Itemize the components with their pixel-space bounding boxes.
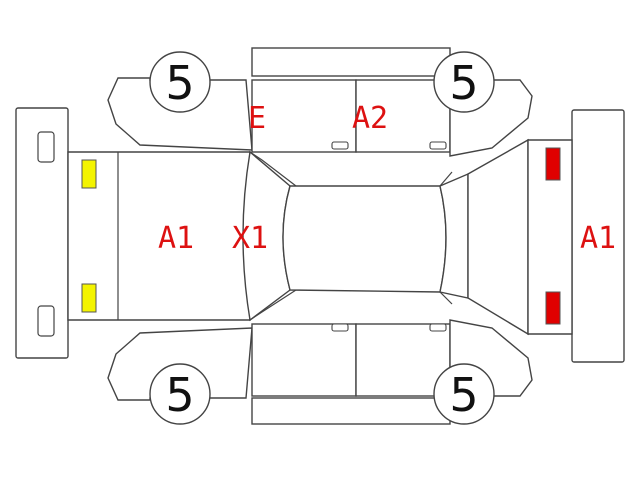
front-left-light	[81, 159, 97, 189]
tire-rear-left: 5	[433, 51, 495, 113]
tire-rear-right: 5	[433, 363, 495, 425]
front-bumper	[15, 107, 69, 359]
headlights	[81, 159, 97, 313]
tire-front-left: 5	[149, 51, 211, 113]
rear-right-light	[545, 291, 561, 325]
tire-rear-left-value: 5	[449, 56, 478, 110]
damage-front-bumper: A1	[158, 221, 194, 256]
taillights	[545, 147, 561, 325]
tire-front-left-value: 5	[165, 56, 194, 110]
tire-front-right-value: 5	[165, 368, 194, 422]
damage-hood: X1	[232, 221, 268, 256]
damage-rear-left-door: A2	[352, 101, 388, 136]
tire-front-right: 5	[149, 363, 211, 425]
top-view-body	[67, 138, 573, 336]
right-side-body	[107, 319, 533, 425]
rear-left-light	[545, 147, 561, 181]
damage-front-left-fender: E	[248, 101, 266, 136]
front-right-light	[81, 283, 97, 313]
tire-rear-right-value: 5	[449, 368, 478, 422]
damage-rear-bumper: A1	[580, 221, 616, 256]
